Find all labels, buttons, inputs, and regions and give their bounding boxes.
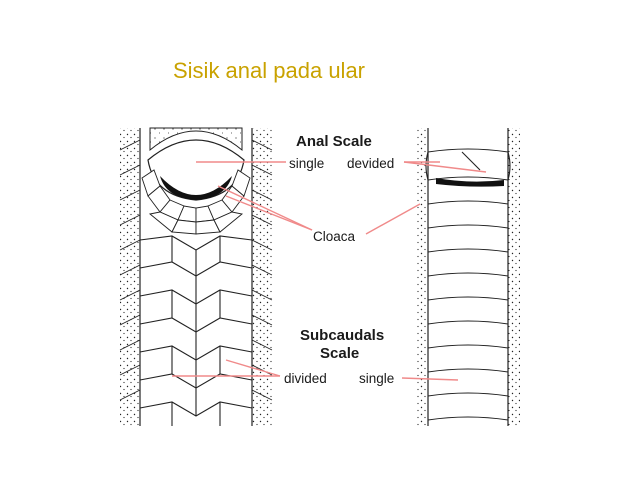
anal-plate-division: [461, 151, 481, 171]
right-cloaca-opening: [436, 178, 504, 187]
subcaudal-divided-label: divided: [284, 371, 327, 386]
cloaca-label: Cloaca: [313, 229, 356, 244]
single-subcaudal-scales: [425, 148, 511, 421]
right-snake-illustration: [416, 128, 520, 426]
cloacal-small-scales: [141, 169, 251, 235]
divided-subcaudal-scales: [139, 235, 253, 426]
slide-title: Sisik anal pada ular: [173, 58, 366, 83]
anal-divided-label: devided: [347, 156, 394, 171]
left-snake-illustration: [119, 127, 273, 426]
anal-single-label: single: [289, 156, 324, 171]
subcaudal-single-label: single: [359, 371, 394, 386]
ventral-scale-top: [149, 127, 243, 152]
right-lateral-scales: [252, 128, 272, 426]
subcaudals-heading-line1: Subcaudals: [300, 327, 384, 344]
right-snake-right-lateral: [508, 128, 520, 426]
cloaca-opening: [160, 176, 232, 200]
subcaudals-heading-line2: Scale: [320, 345, 359, 362]
anal-scale-heading: Anal Scale: [296, 133, 372, 150]
right-snake-left-lateral: [416, 128, 428, 426]
pointer-lines: [172, 161, 487, 381]
left-lateral-scales: [120, 128, 140, 426]
